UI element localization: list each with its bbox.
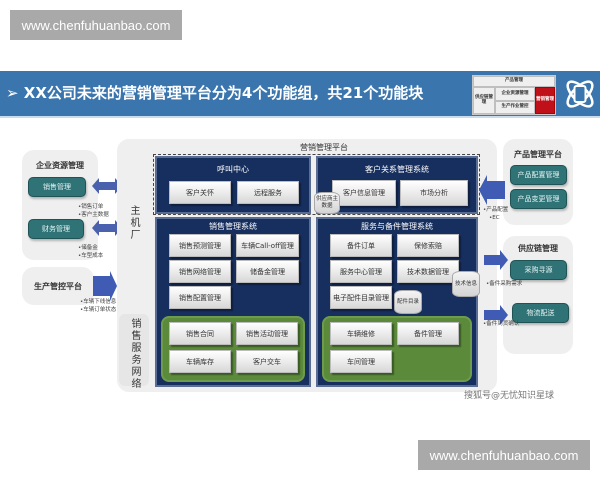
bullet-text: •车辆订单状态 bbox=[80, 307, 117, 313]
crm-system: 客户关系管理系统 客户信息管理 市场分析 bbox=[316, 156, 478, 214]
service-parts-system: 服务与备件管理系统 备件订单 保修索赔 服务中心管理 技术数据管理 电子配件目录… bbox=[316, 217, 478, 387]
supplier-master-db: 供应商主数据 bbox=[314, 192, 340, 214]
supply-panel bbox=[503, 236, 573, 354]
mini-erp: 企业资源管理 bbox=[495, 87, 535, 101]
workshop-mgmt-box[interactable]: 车间管理 bbox=[330, 350, 392, 373]
product-title: 产品管理平台 bbox=[514, 150, 562, 159]
warranty-claim-box[interactable]: 保修索赔 bbox=[397, 234, 459, 257]
customer-delivery-box[interactable]: 客户交车 bbox=[236, 350, 298, 373]
crm-title: 客户关系管理系统 bbox=[365, 165, 429, 174]
sales-config-box[interactable]: 销售配置管理 bbox=[169, 286, 231, 309]
supply-bullets-2: •备件到货确认 bbox=[483, 321, 520, 327]
bullet-text: •客户主数据 bbox=[78, 212, 109, 218]
product-change-box[interactable]: 产品变更管理 bbox=[510, 189, 567, 209]
left-arrow-icon bbox=[479, 175, 505, 205]
bullet-text: •车辆下线信息 bbox=[80, 299, 117, 305]
dashed-boundary bbox=[153, 154, 480, 215]
sales-network-box[interactable]: 销售网络管理 bbox=[169, 260, 231, 283]
double-arrow-icon bbox=[92, 220, 122, 236]
erp-bullets-2: •储备金 •车型成本 bbox=[78, 244, 103, 260]
sales-activity-box[interactable]: 销售活动管理 bbox=[236, 322, 298, 345]
product-config-box[interactable]: 产品配置管理 bbox=[510, 165, 567, 185]
supply-title: 供应链管理 bbox=[518, 244, 558, 253]
watermark-bottom: www.chenfuhuanbao.com bbox=[418, 440, 590, 470]
atom-phone-icon bbox=[566, 80, 594, 108]
dealer-label-bg bbox=[119, 314, 149, 386]
epc-box[interactable]: 电子配件目录管理 bbox=[330, 286, 392, 309]
production-bullets: •车辆下线信息 •车辆订单状态 bbox=[80, 298, 116, 314]
bullet-text: •销售订单 bbox=[78, 204, 104, 210]
customer-info-box[interactable]: 客户信息管理 bbox=[332, 180, 396, 206]
erp-panel bbox=[22, 150, 98, 260]
mini-marketing: 营销管理 bbox=[535, 87, 555, 114]
page-title: ➢ XX公司未来的营销管理平台分为4个功能组，共21个功能块 bbox=[6, 84, 424, 102]
parts-catalog-db: 配件目录 bbox=[394, 290, 422, 314]
finance-mgmt-box[interactable]: 财务管理 bbox=[28, 219, 84, 239]
watermark-top: www.chenfuhuanbao.com bbox=[10, 10, 182, 40]
bullet-text: •产品配置 bbox=[483, 207, 509, 213]
right-arrow-icon bbox=[93, 271, 117, 301]
bullet-text: •EC bbox=[489, 215, 500, 221]
erp-title: 企业资源管理 bbox=[36, 161, 84, 170]
mini-product: 产品管理 bbox=[473, 76, 555, 87]
remote-service-box[interactable]: 远程服务 bbox=[237, 181, 299, 204]
reserve-fund-box[interactable]: 储备金管理 bbox=[236, 260, 299, 283]
double-arrow-icon bbox=[92, 178, 122, 194]
oem-label: 主机厂 bbox=[128, 205, 139, 241]
service-center-box[interactable]: 服务中心管理 bbox=[330, 260, 392, 283]
dealer-label: 销售服务网络 bbox=[129, 318, 140, 390]
vehicle-inventory-box[interactable]: 车辆库存 bbox=[169, 350, 231, 373]
platform-title: 营销管理平台 bbox=[300, 143, 348, 152]
tech-data-box[interactable]: 技术数据管理 bbox=[397, 260, 459, 283]
product-bullets: •产品配置 •EC bbox=[483, 206, 508, 222]
vehicle-calloff-box[interactable]: 车辆Call-off管理 bbox=[236, 234, 299, 257]
title-banner: ➢ XX公司未来的营销管理平台分为4个功能组，共21个功能块 产品管理 供应链管… bbox=[0, 71, 600, 118]
sales-system: 销售管理系统 销售预测管理 车辆Call-off管理 销售网络管理 储备金管理 … bbox=[155, 217, 311, 387]
supply-bullets-1: •备件采购需求 bbox=[486, 281, 523, 287]
mini-production: 生产作业管控 bbox=[495, 101, 535, 114]
sales-dealer-group: 销售合同 销售活动管理 车辆库存 客户交车 bbox=[161, 316, 305, 382]
right-arrow-icon bbox=[484, 305, 508, 325]
bullet-text: •车型成本 bbox=[78, 253, 104, 259]
sales-mgmt-box[interactable]: 销售管理 bbox=[28, 177, 86, 197]
call-center-title: 呼叫中心 bbox=[217, 165, 249, 174]
call-center-system: 呼叫中心 客户关怀 远程服务 bbox=[155, 156, 311, 214]
customer-care-box[interactable]: 客户关怀 bbox=[169, 181, 231, 204]
sohu-watermark: 搜狐号@无忧知识星球 bbox=[464, 391, 555, 401]
service-title: 服务与备件管理系统 bbox=[361, 222, 433, 231]
mini-map: 产品管理 供应链管理 企业资源管理 生产作业管控 营销管理 bbox=[472, 75, 556, 115]
service-dealer-group: 车辆维修 备件管理 车间管理 bbox=[322, 316, 472, 382]
logistics-box[interactable]: 物流配送 bbox=[512, 303, 569, 323]
vehicle-repair-box[interactable]: 车辆维修 bbox=[330, 322, 392, 345]
tech-info-db: 技术信息 bbox=[452, 271, 480, 297]
production-panel: 生产管控平台 bbox=[22, 267, 94, 305]
sales-title: 销售管理系统 bbox=[209, 222, 257, 231]
sourcing-box[interactable]: 采购寻源 bbox=[510, 260, 567, 280]
erp-bullets-1: •销售订单 •客户主数据 bbox=[78, 203, 109, 219]
mini-supply: 供应链管理 bbox=[473, 87, 495, 114]
parts-mgmt-box[interactable]: 备件管理 bbox=[397, 322, 459, 345]
sales-forecast-box[interactable]: 销售预测管理 bbox=[169, 234, 231, 257]
right-arrow-icon bbox=[484, 250, 508, 270]
parts-order-box[interactable]: 备件订单 bbox=[330, 234, 392, 257]
bullet-text: •储备金 bbox=[78, 245, 98, 251]
sales-contract-box[interactable]: 销售合同 bbox=[169, 322, 231, 345]
market-analysis-box[interactable]: 市场分析 bbox=[400, 180, 468, 206]
